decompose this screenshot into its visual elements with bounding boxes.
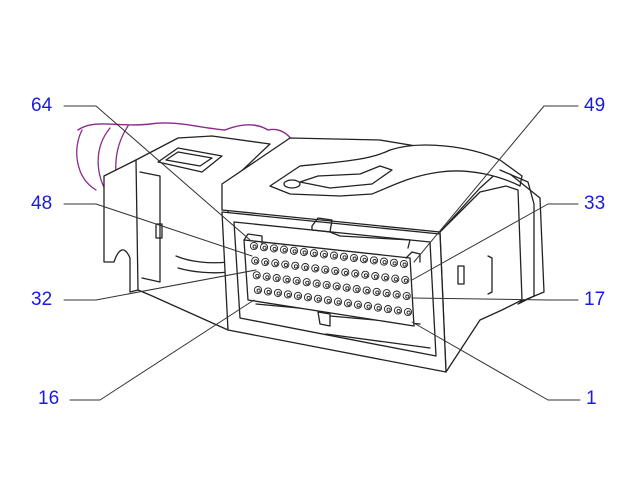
leader-17 xyxy=(411,297,579,301)
pin-contact xyxy=(365,289,370,294)
pin-contact xyxy=(312,251,317,256)
pin-contact xyxy=(376,306,381,311)
pin-contact xyxy=(372,258,377,264)
pin-contact xyxy=(373,274,378,279)
pin-contact xyxy=(316,297,321,302)
pin-label-49: 49 xyxy=(584,95,606,116)
pin-contact xyxy=(392,261,397,266)
pin-contact xyxy=(263,260,268,265)
leader-48 xyxy=(63,203,253,257)
pin-contact xyxy=(292,249,297,254)
pin-label-17: 17 xyxy=(584,289,606,310)
pin-contact xyxy=(295,279,300,284)
pin-contact xyxy=(405,294,410,299)
pin-contact xyxy=(322,252,327,258)
pin-contact xyxy=(382,260,387,265)
pin-contact xyxy=(343,270,348,275)
pin-contact xyxy=(355,287,360,292)
pin-contact xyxy=(325,283,330,288)
front-recess xyxy=(233,221,437,357)
pin-contact xyxy=(272,246,277,252)
pin-contact xyxy=(383,275,388,281)
pin-label-16: 16 xyxy=(38,388,60,409)
pin-contact xyxy=(386,307,391,312)
pin-contact xyxy=(255,273,260,278)
pin-contact xyxy=(266,290,271,295)
wire-bundle xyxy=(77,122,293,141)
pin-contact xyxy=(362,257,367,262)
pin-contact xyxy=(296,294,301,299)
pin-contact xyxy=(385,291,390,296)
pin-contact xyxy=(342,255,347,260)
pin-contact xyxy=(326,298,331,303)
pin-contact xyxy=(375,290,380,295)
pin-contact xyxy=(253,259,258,264)
pin-contact xyxy=(276,291,281,296)
top-keying-notch xyxy=(311,217,333,233)
pin-contact xyxy=(345,286,350,291)
pin-contact xyxy=(406,310,411,315)
rear-cavity xyxy=(139,171,161,283)
pin-contact xyxy=(286,292,291,298)
pin-grid xyxy=(249,241,413,317)
pin-contact xyxy=(262,245,267,250)
leader-16 xyxy=(69,299,255,401)
leader-49 xyxy=(413,105,579,263)
pin-contact xyxy=(333,269,338,274)
pin-contact xyxy=(275,276,280,281)
pin-contact xyxy=(352,256,357,261)
pin-label-64: 64 xyxy=(31,95,53,116)
leader-64 xyxy=(63,105,251,241)
rear-flange xyxy=(103,159,139,293)
bottom-keying-notch xyxy=(317,311,331,327)
pin-contact xyxy=(323,268,328,273)
pin-contact xyxy=(256,288,261,293)
leader-33 xyxy=(411,203,579,281)
pin-contact xyxy=(395,293,400,298)
leader-32 xyxy=(63,269,257,301)
pin-label-32: 32 xyxy=(31,289,53,310)
pin-contact xyxy=(403,278,408,283)
pin-contact xyxy=(336,300,341,305)
pin-contact xyxy=(313,266,318,272)
pin-contact xyxy=(303,265,308,270)
pin-contact xyxy=(302,250,307,255)
pin-contact xyxy=(283,263,288,268)
pin-contact xyxy=(335,284,340,290)
pin-label-33: 33 xyxy=(584,193,606,214)
leader-1 xyxy=(411,321,581,401)
pin-contact xyxy=(306,295,311,300)
pin-contact xyxy=(393,277,398,282)
pin-contact xyxy=(293,264,298,269)
pin-contact xyxy=(315,282,320,287)
lever-pivot xyxy=(283,179,301,189)
pin-contact xyxy=(346,301,351,306)
pin-contact xyxy=(265,275,270,280)
pin-contact xyxy=(353,272,358,277)
pin-contact xyxy=(356,303,361,308)
pin-contact xyxy=(366,304,371,309)
pin-contact xyxy=(285,278,290,283)
pin-contact xyxy=(332,254,337,259)
locking-lever xyxy=(269,144,523,197)
pin-contact xyxy=(396,309,401,314)
pin-contact xyxy=(402,262,407,267)
pin-contact xyxy=(363,273,368,278)
pin-contact xyxy=(305,280,310,285)
pin-label-48: 48 xyxy=(31,193,53,214)
pin-contact xyxy=(282,248,287,253)
pin-contact xyxy=(273,261,278,266)
pin-label-1: 1 xyxy=(586,388,597,409)
pin-contact xyxy=(252,244,257,249)
rear-slot xyxy=(155,223,163,239)
side-latch xyxy=(457,265,465,285)
